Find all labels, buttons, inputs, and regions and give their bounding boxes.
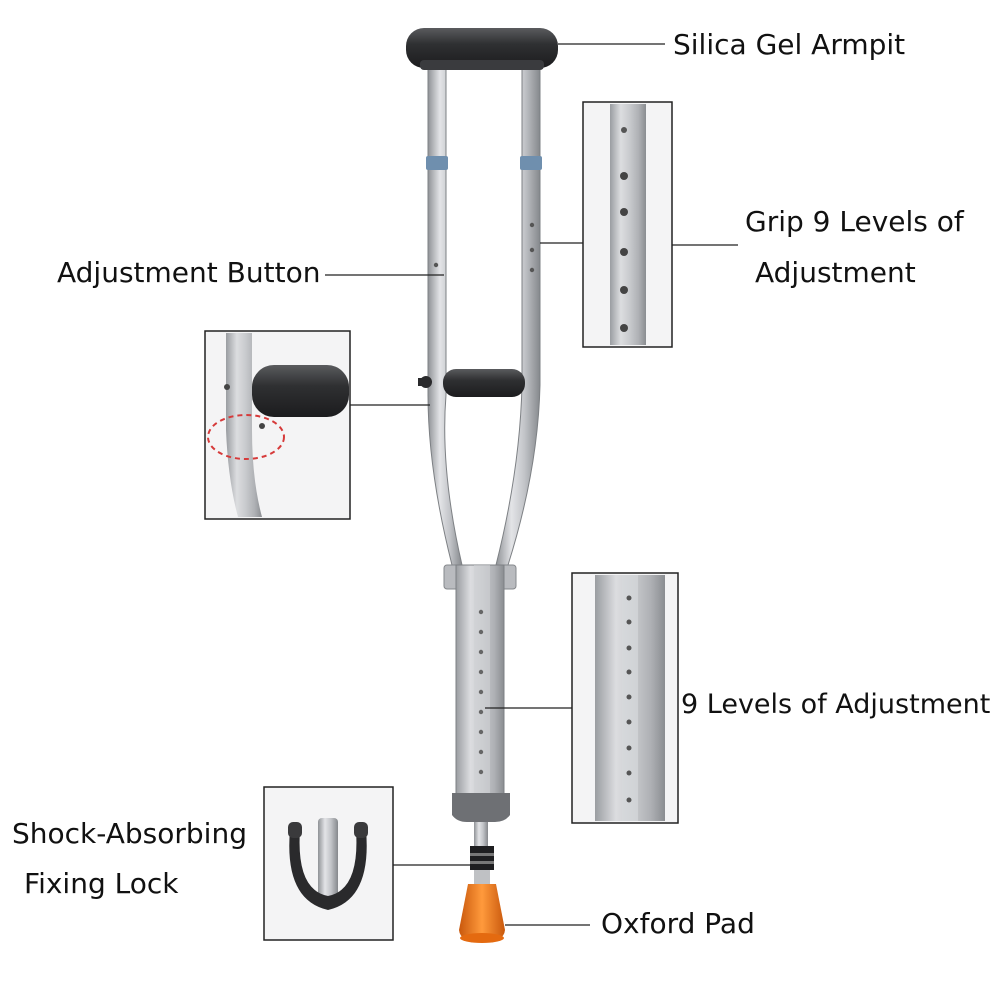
crutch-body: [406, 28, 558, 943]
shock-lock-detail-box: [263, 786, 394, 941]
label-fixing-lock: Fixing Lock: [24, 867, 179, 900]
label-nine-levels: 9 Levels of Adjustment: [681, 689, 991, 720]
leader-lines: [325, 43, 738, 926]
adjustment-button-detail-box: [204, 330, 351, 520]
levels-detail-box: [571, 572, 679, 824]
label-grip-levels-line2: Adjustment: [755, 256, 916, 289]
label-silica-gel-armpit: Silica Gel Armpit: [673, 28, 906, 61]
label-shock-absorbing: Shock-Absorbing: [12, 817, 247, 850]
label-grip-levels-line1: Grip 9 Levels of: [745, 205, 964, 238]
label-oxford-pad: Oxford Pad: [601, 907, 755, 940]
adjustment-highlight-circle: [207, 414, 285, 460]
label-adjustment-button: Adjustment Button: [57, 256, 321, 289]
grip-detail-box: [582, 101, 673, 348]
